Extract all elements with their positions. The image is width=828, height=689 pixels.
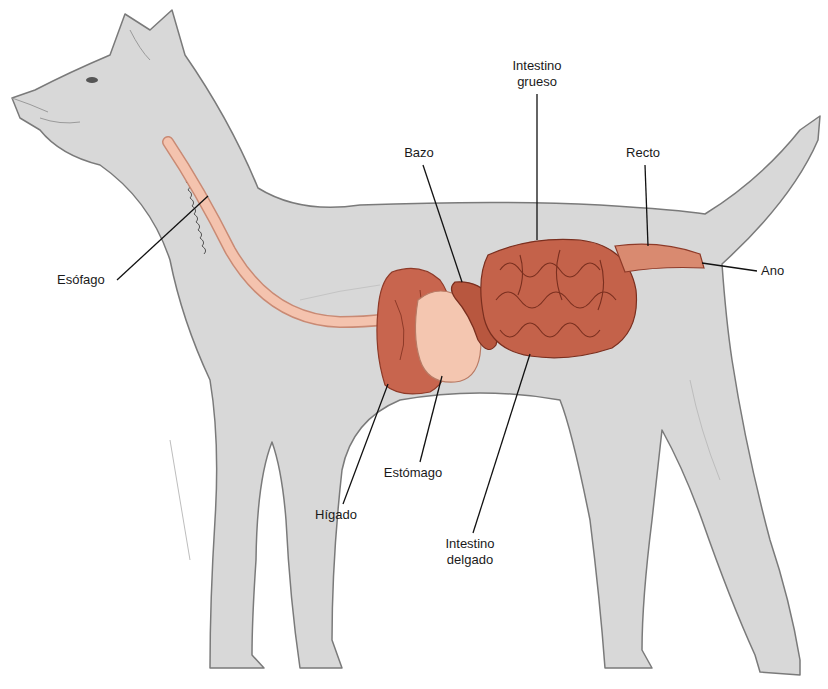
leader-line [536,94,537,240]
organ-label: Intestino delgado [428,536,512,568]
leader-lines [117,94,757,533]
organ-label: Bazo [404,145,434,161]
dog-eye [86,77,98,83]
leader-line [117,196,208,280]
dog-body [12,10,820,675]
dog-details [12,30,720,560]
organ-label: Ano [761,263,784,279]
organ-label: Intestino grueso [495,58,579,90]
leader-line [702,263,757,271]
leader-line [420,376,442,462]
organ-label: Esófago [57,272,105,288]
leader-line [473,354,530,533]
intestine-coils [496,250,616,337]
leader-line [343,384,388,504]
leader-line [645,165,648,246]
organ-label: Estómago [384,465,443,481]
organ-label: Hígado [315,507,357,523]
rectum [615,244,704,272]
intestines [481,239,637,357]
organ-label: Recto [626,145,660,161]
leader-line [423,165,462,282]
